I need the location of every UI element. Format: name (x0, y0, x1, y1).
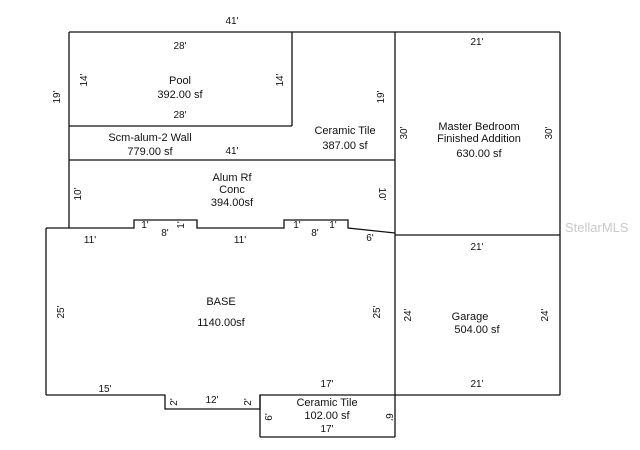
dim-top: 41' (225, 16, 238, 27)
dim-base-6-right: 6' (366, 233, 374, 244)
watermark: StellarMLS (565, 220, 629, 235)
dim-ct-bottom: 17' (320, 424, 333, 435)
dimension-labels: 41' 28' 28' 14' 14' 19' 19' 41' 21' 30' … (52, 16, 555, 435)
dim-mid-41: 41' (225, 146, 238, 157)
dim-notch-2-right: 2' (243, 398, 254, 406)
master-name-line1: Master Bedroom (438, 121, 519, 133)
dim-pool-bottom: 28' (173, 110, 186, 121)
garage-name: Garage (452, 311, 489, 323)
screen-name: Scm-alum-2 Wall (108, 132, 191, 144)
dim-garage-left: 24' (403, 308, 414, 321)
dim-pool-top: 28' (173, 41, 186, 52)
dim-master-left: 30' (399, 126, 410, 139)
dim-garage-bottom: 21' (470, 379, 483, 390)
alum-name-line2: Conc (219, 184, 245, 196)
ceramic-bottom-name: Ceramic Tile (296, 397, 357, 409)
dim-left-19: 19' (52, 90, 63, 103)
dim-notch-1-d: 1' (329, 220, 337, 231)
dim-alum-left: 10' (73, 187, 84, 200)
dim-pool-right: 14' (275, 73, 286, 86)
ceramic-top-name: Ceramic Tile (314, 125, 375, 137)
dim-base-11-left: 11' (84, 235, 96, 246)
pool-area: 392.00 sf (157, 89, 203, 101)
base-name: BASE (206, 296, 235, 308)
dim-base-8-left: 8' (161, 228, 169, 239)
dim-notch-1-a: 1' (141, 220, 149, 231)
alum-name-line1: Alum Rf (212, 172, 252, 184)
pool-name: Pool (169, 75, 191, 87)
dim-bottom-12: 12' (205, 395, 218, 406)
dim-garage-top: 21' (470, 242, 483, 253)
dim-ct-left: 6' (264, 413, 275, 421)
dim-alum-right: 10' (376, 187, 387, 200)
base-area: 1140.00sf (197, 317, 245, 329)
garage-area: 504.00 sf (454, 324, 500, 336)
dim-base-11-center: 11' (234, 235, 246, 246)
screen-area: 779.00 sf (127, 146, 173, 158)
dim-master-right: 30' (544, 126, 555, 139)
ceramic-bottom-area: 102.00 sf (304, 410, 350, 422)
dim-garage-right: 24' (540, 308, 551, 321)
room-labels: Pool 392.00 sf Scm-alum-2 Wall 779.00 sf… (108, 75, 521, 422)
dim-base-bottom-17: 17' (320, 379, 333, 390)
master-area: 630.00 sf (456, 148, 502, 160)
wall-base-top (46, 219, 396, 234)
dim-right-19: 19' (376, 90, 387, 103)
dim-pool-left: 14' (79, 73, 90, 86)
dim-base-bottom-15: 15' (98, 384, 111, 395)
dim-notch-2-left: 2' (169, 398, 180, 406)
ceramic-top-area: 387.00 sf (322, 140, 368, 152)
master-name-line2: Finished Addition (437, 133, 521, 145)
dim-ct-right: 6' (383, 413, 394, 421)
dim-base-left: 25' (56, 305, 67, 318)
walls (45, 31, 561, 438)
dim-notch-1-c: 1' (293, 220, 301, 231)
dim-base-right: 25' (372, 305, 383, 318)
dim-notch-1-b: 1' (176, 221, 187, 229)
dim-base-8-right: 8' (311, 228, 319, 239)
alum-area: 394.00sf (211, 197, 254, 209)
dim-master-top: 21' (470, 37, 483, 48)
wall-base-bottom (46, 394, 560, 410)
